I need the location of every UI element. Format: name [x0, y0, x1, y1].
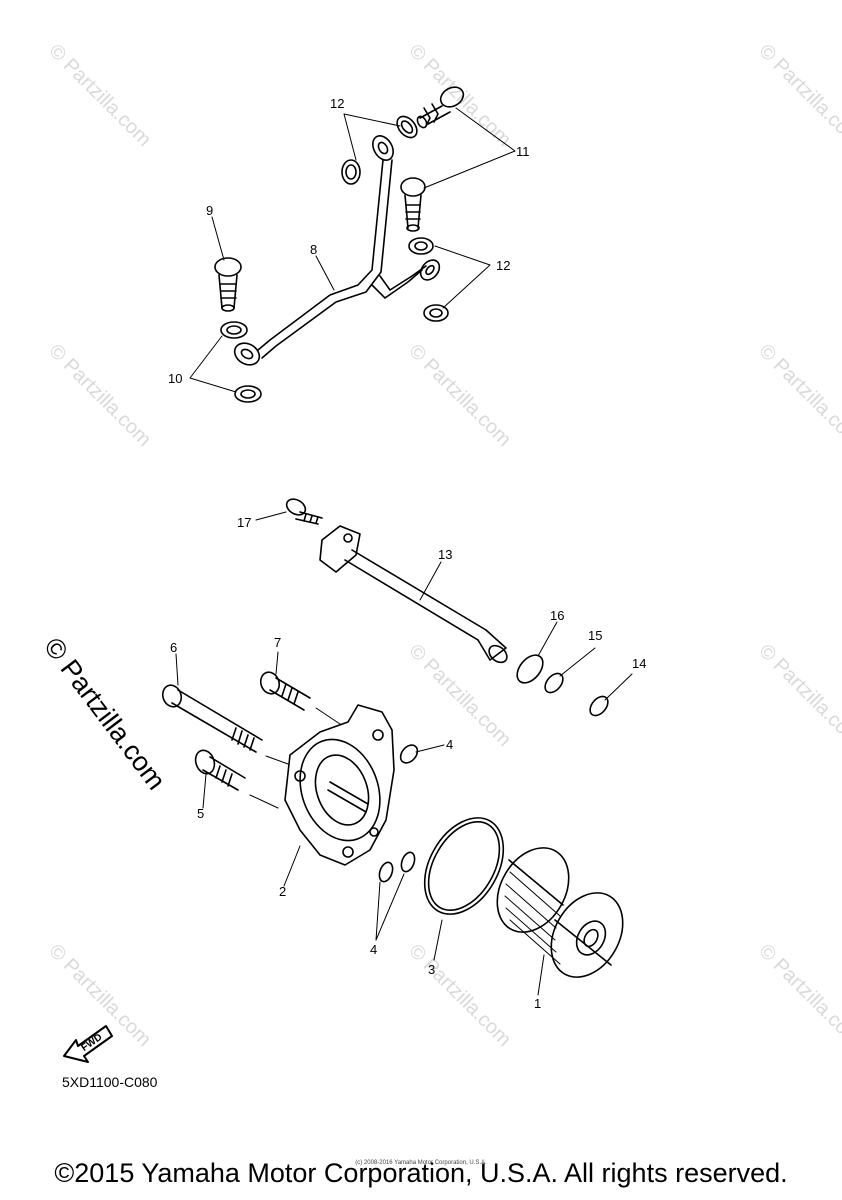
- callout-17: 17: [237, 515, 251, 530]
- gasket-part-10[interactable]: [220, 321, 248, 339]
- o-ring-part-16[interactable]: [512, 650, 548, 687]
- copyright-notice: ©2015 Yamaha Motor Corporation, U.S.A. A…: [54, 1158, 788, 1188]
- bolt-part-5[interactable]: [192, 748, 246, 791]
- o-ring-part-4[interactable]: [377, 861, 395, 884]
- callout-15: 15: [588, 628, 602, 643]
- o-ring-part-14[interactable]: [587, 693, 612, 719]
- leader-lines: [175, 107, 633, 996]
- o-ring-part-4[interactable]: [399, 851, 417, 874]
- callout-12: 12: [496, 258, 510, 273]
- callout-4: 4: [446, 737, 453, 752]
- gasket-part-12[interactable]: [341, 159, 361, 185]
- gasket-part-12[interactable]: [408, 237, 434, 255]
- callout-4: 4: [370, 942, 377, 957]
- callout-5: 5: [197, 806, 204, 821]
- callout-1: 1: [534, 996, 541, 1011]
- callout-3: 3: [428, 962, 435, 977]
- callout-2: 2: [279, 884, 286, 899]
- callout-14: 14: [632, 656, 646, 671]
- callout-11: 11: [516, 144, 530, 159]
- gasket-part-10[interactable]: [234, 385, 262, 403]
- callout-8: 8: [310, 242, 317, 257]
- callout-6: 6: [170, 640, 177, 655]
- callout-7: 7: [274, 635, 281, 650]
- callout-10: 10: [168, 371, 182, 386]
- callout-12: 12: [330, 96, 344, 111]
- oil-pipe-part-8[interactable]: [231, 132, 443, 369]
- union-bolt-part-11[interactable]: [416, 83, 467, 129]
- oil-filter-part-1[interactable]: [483, 835, 637, 990]
- o-ring-part-4[interactable]: [397, 742, 421, 766]
- gasket-part-12[interactable]: [393, 113, 421, 142]
- filter-cover-part-2[interactable]: [284, 704, 395, 866]
- copyright-small: (c) 2008-2016 Yamaha Motor Corporation, …: [355, 1160, 487, 1166]
- o-ring-part-3[interactable]: [409, 804, 520, 928]
- gasket-part-12[interactable]: [423, 304, 449, 322]
- oil-strainer-part-13[interactable]: [319, 525, 510, 666]
- bolt-part-6[interactable]: [160, 683, 263, 753]
- callout-13: 13: [438, 547, 452, 562]
- bolt-part-17[interactable]: [284, 496, 323, 525]
- diagram-code: 5XD1100-C080: [62, 1074, 158, 1090]
- union-bolt-part-11[interactable]: [400, 177, 426, 232]
- union-bolt-part-9[interactable]: [214, 257, 242, 312]
- callout-9: 9: [206, 203, 213, 218]
- bolt-part-7[interactable]: [258, 670, 311, 711]
- fwd-arrow-icon: FWD: [63, 1025, 113, 1063]
- callout-16: 16: [550, 608, 564, 623]
